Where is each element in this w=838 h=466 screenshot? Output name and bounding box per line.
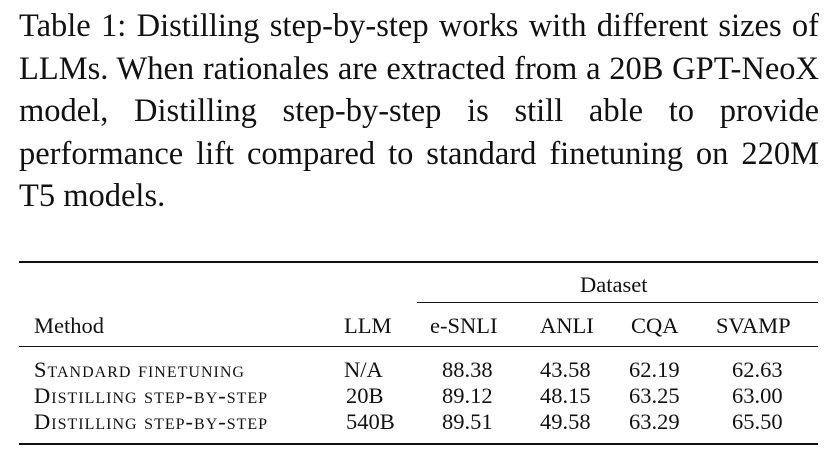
row-2-llm: 20B xyxy=(346,383,384,408)
dataset-group-header: Dataset xyxy=(580,272,648,297)
mid-rule xyxy=(19,346,818,347)
row-1-svamp: 62.63 xyxy=(732,357,783,382)
dataset-cmidrule xyxy=(417,302,818,303)
row-3-llm: 540B xyxy=(346,409,395,434)
top-rule xyxy=(19,261,818,263)
col-header-svamp: SVAMP xyxy=(716,313,791,338)
row-1-anli: 43.58 xyxy=(540,357,591,382)
col-header-method: Method xyxy=(34,313,104,338)
bottom-rule xyxy=(19,443,818,445)
col-header-cqa: CQA xyxy=(631,313,679,338)
row-3-esnli: 89.51 xyxy=(442,409,493,434)
table-caption: Table 1: Distilling step-by-step works w… xyxy=(19,8,819,214)
row-3-cqa: 63.29 xyxy=(629,409,680,434)
row-1-method: Standard finetuning xyxy=(34,357,245,382)
row-3-svamp: 65.50 xyxy=(732,409,783,434)
row-2-svamp: 63.00 xyxy=(732,383,783,408)
row-2-method: Distilling step-by-step xyxy=(34,383,269,408)
row-1-esnli: 88.38 xyxy=(442,357,493,382)
row-1-llm: N/A xyxy=(344,357,383,382)
row-1-cqa: 62.19 xyxy=(629,357,680,382)
col-header-llm: LLM xyxy=(344,313,392,338)
row-2-anli: 48.15 xyxy=(540,383,591,408)
row-2-cqa: 63.25 xyxy=(629,383,680,408)
col-header-anli: ANLI xyxy=(540,313,594,338)
row-2-esnli: 89.12 xyxy=(442,383,493,408)
col-header-esnli: e-SNLI xyxy=(430,313,498,338)
row-3-anli: 49.58 xyxy=(540,409,591,434)
row-3-method: Distilling step-by-step xyxy=(34,409,269,434)
